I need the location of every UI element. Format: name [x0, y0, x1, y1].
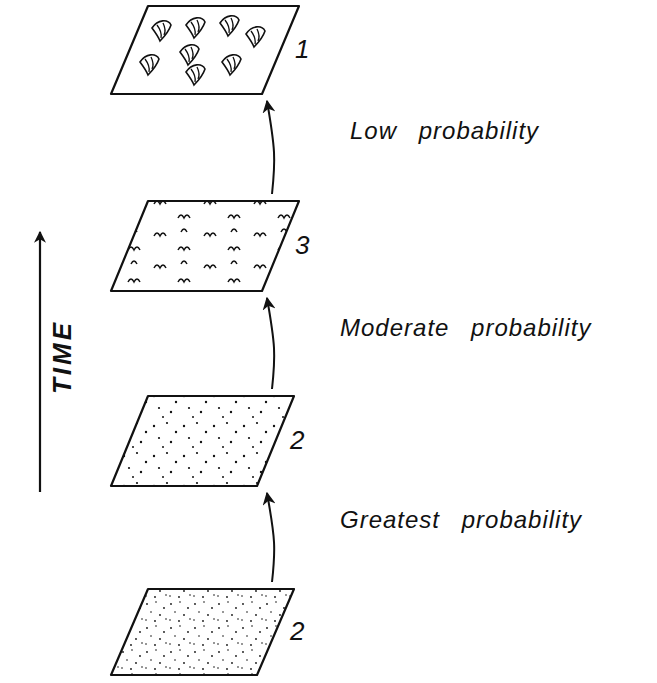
- shell-symbol: [152, 21, 171, 41]
- panel-outline: [110, 200, 300, 292]
- panel-outline-shape: [111, 396, 294, 486]
- shell-symbol: [180, 45, 199, 65]
- sediment-panel: 1: [110, 5, 300, 95]
- probability-label: Low probability: [350, 118, 539, 144]
- panel-outline: [110, 588, 295, 676]
- shell-fossils: [140, 16, 265, 85]
- sediment-panel: 3: [110, 200, 300, 292]
- panel-number: 2: [290, 427, 304, 453]
- probability-label: Greatest probability: [340, 507, 582, 533]
- panel-outline-shape: [111, 201, 299, 291]
- probability-label: Moderate probability: [340, 315, 591, 341]
- axis-label: TIME: [49, 320, 75, 394]
- panel-number: 1: [295, 36, 309, 62]
- silt-texture: [100, 583, 310, 683]
- time-axis-arrow: [39, 232, 41, 492]
- panel-outline: [110, 5, 300, 95]
- shell-symbol: [140, 55, 159, 75]
- time-arrow: [267, 298, 274, 389]
- sand-texture: [100, 390, 310, 490]
- sediment-panel: 2: [110, 588, 295, 676]
- time-arrow: [267, 493, 274, 582]
- sediment-panel: 2: [110, 395, 295, 487]
- shell-ground: [100, 0, 310, 100]
- panel-outline-shape: [111, 589, 294, 675]
- ripple-texture: [100, 195, 310, 295]
- shell-symbol: [186, 18, 205, 38]
- panel-outline: [110, 395, 295, 487]
- time-arrow: [267, 101, 274, 194]
- panel-number: 2: [290, 618, 304, 644]
- panel-number: 3: [295, 232, 309, 258]
- shell-symbol: [222, 55, 241, 75]
- shell-symbol: [220, 16, 239, 36]
- shell-symbol: [186, 65, 205, 85]
- shell-symbol: [246, 27, 265, 47]
- panel-outline-shape: [111, 6, 299, 94]
